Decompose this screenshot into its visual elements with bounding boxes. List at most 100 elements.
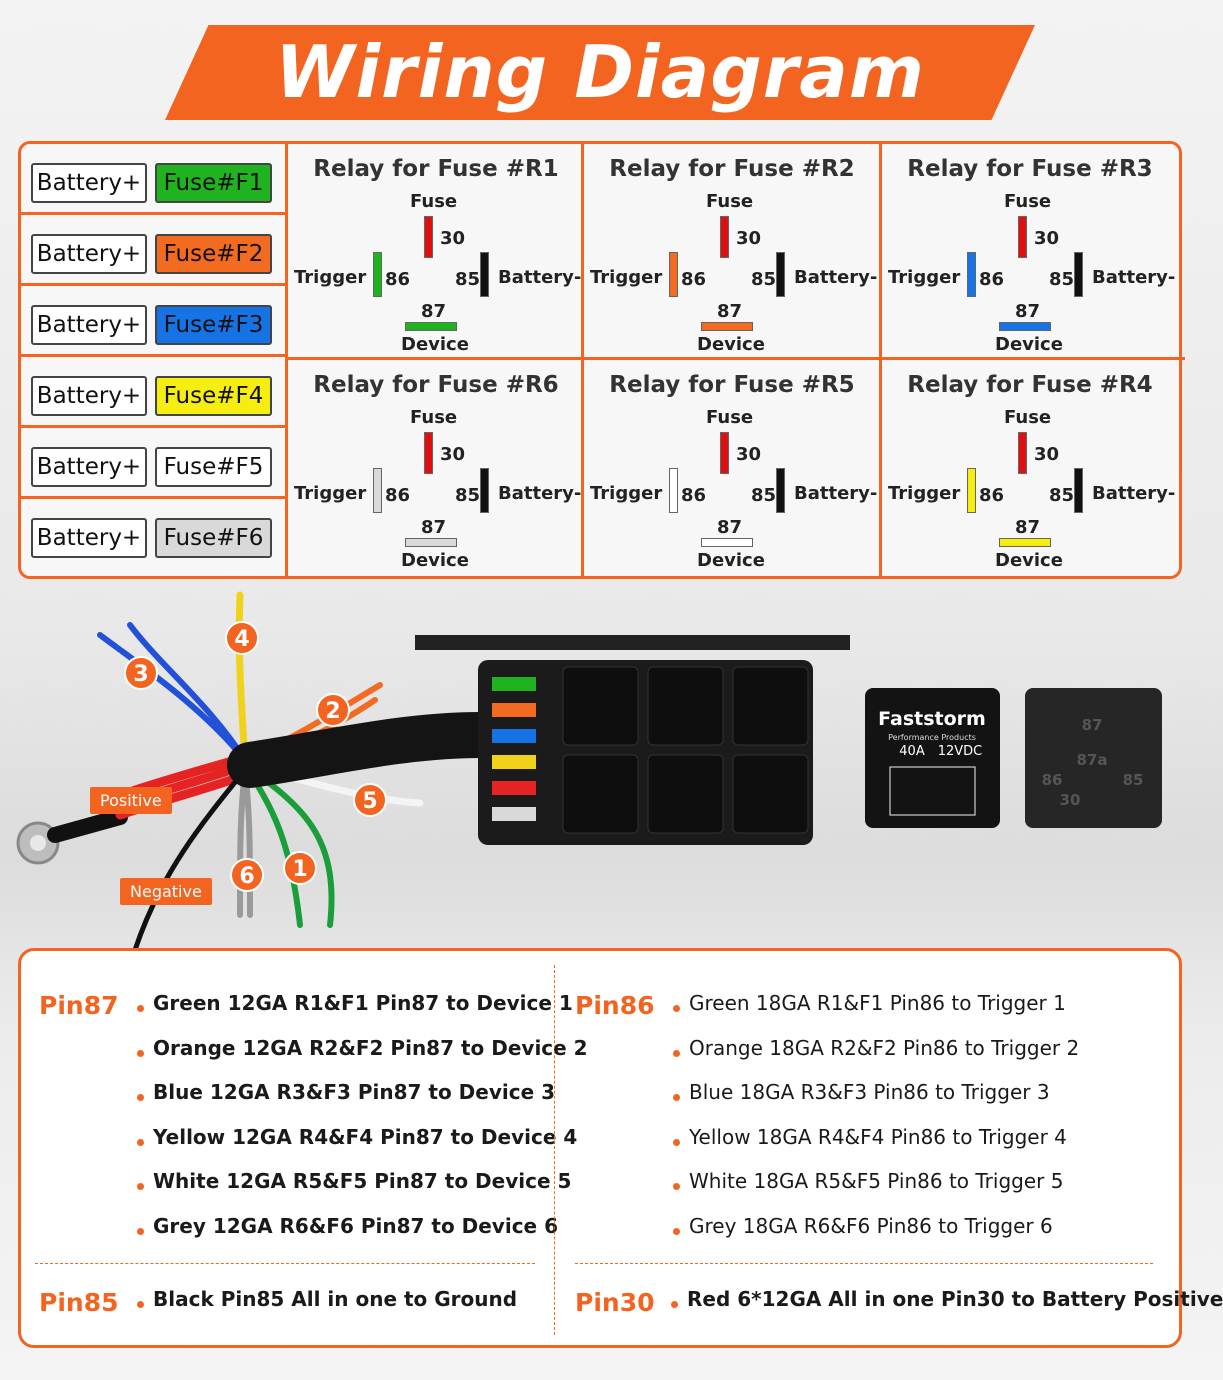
label-device: Device xyxy=(697,334,765,355)
pin85-note: Black Pin85 All in one to Ground xyxy=(153,1287,518,1311)
relay-title: Relay for Fuse #R2 xyxy=(609,156,855,182)
label-fuse: Fuse xyxy=(706,191,754,212)
pin30-bar xyxy=(720,432,729,474)
pin85-bar xyxy=(776,468,785,513)
pin86-bar xyxy=(669,468,678,513)
wire-badge-1: 1 xyxy=(283,851,317,885)
label-pin86: 86 xyxy=(681,485,707,506)
label-pin30: 30 xyxy=(440,228,466,249)
dashed-divider xyxy=(35,1263,535,1264)
wire-badge-3: 3 xyxy=(124,656,158,690)
label-pin87: 87 xyxy=(421,517,447,538)
label-device: Device xyxy=(995,550,1063,571)
pin30-bar xyxy=(1018,216,1027,258)
label-trigger: Trigger xyxy=(294,483,367,504)
pin86-item: Yellow 18GA R4&F4 Pin86 to Trigger 4 xyxy=(689,1124,1067,1149)
wire-badge-2: 2 xyxy=(316,693,350,727)
label-fuse: Fuse xyxy=(410,407,458,428)
label-fuse: Fuse xyxy=(706,407,754,428)
relay-title: Relay for Fuse #R4 xyxy=(907,372,1153,398)
label-trigger: Trigger xyxy=(590,483,663,504)
pin85-bar xyxy=(480,252,489,297)
bullet xyxy=(137,1227,144,1235)
divider xyxy=(581,144,584,576)
label-device: Device xyxy=(401,550,469,571)
label-pin85: 85 xyxy=(751,269,777,290)
socket-pin-87: 87 xyxy=(1082,716,1103,734)
fuse-label: Fuse#F1 xyxy=(155,163,272,203)
pin87-item: Orange 12GA R2&F2 Pin87 to Device 2 xyxy=(153,1035,588,1060)
bullet xyxy=(673,1183,680,1190)
label-device: Device xyxy=(995,334,1063,355)
pin85-bar xyxy=(1074,468,1083,513)
wire-bundle xyxy=(97,591,424,953)
relay-brand-sub: Performance Products xyxy=(888,733,976,742)
relay-title: Relay for Fuse #R5 xyxy=(609,372,855,398)
pin85-bar xyxy=(480,468,489,513)
label-pin85: 85 xyxy=(1049,269,1075,290)
pin30-heading: Pin30 xyxy=(575,1288,655,1317)
label-battery-minus: Battery- xyxy=(794,267,878,288)
label-fuse: Fuse xyxy=(1004,407,1052,428)
bullet xyxy=(137,1094,144,1101)
fuse-row: Battery+Fuse#F2 xyxy=(21,215,288,286)
fuse-label: Fuse#F4 xyxy=(155,376,272,416)
socket-pin-86: 86 xyxy=(1042,771,1063,789)
fuse-box xyxy=(478,660,813,845)
wire-badge-5: 5 xyxy=(353,783,387,817)
label-battery-minus: Battery- xyxy=(794,483,878,504)
harness-photo: Faststorm Performance Products 40A 12VDC… xyxy=(0,585,1200,953)
relay-spec-a: 40A xyxy=(899,744,925,759)
battery-label: Battery+ xyxy=(31,305,147,345)
relay-unit xyxy=(865,688,1000,828)
label-pin87: 87 xyxy=(717,517,743,538)
pin87-item: Grey 12GA R6&F6 Pin87 to Device 6 xyxy=(153,1213,558,1238)
label-battery-minus: Battery- xyxy=(1092,483,1176,504)
label-pin30: 30 xyxy=(736,444,762,465)
wire-badge-6: 6 xyxy=(230,858,264,892)
relay-socket xyxy=(1025,688,1162,828)
dashed-divider xyxy=(554,965,555,1335)
negative-tag: Negative xyxy=(120,878,212,905)
wire-badge-4: 4 xyxy=(225,621,259,655)
label-pin87: 87 xyxy=(421,301,447,322)
bullet xyxy=(673,1049,680,1057)
pin86-bar xyxy=(373,252,382,297)
battery-label: Battery+ xyxy=(31,376,147,416)
pin86-bar xyxy=(967,252,976,297)
label-device: Device xyxy=(401,334,469,355)
battery-label: Battery+ xyxy=(31,518,147,558)
main-cable xyxy=(47,809,128,843)
label-pin86: 86 xyxy=(385,485,411,506)
bullet xyxy=(673,1005,680,1012)
socket-pin-87a: 87a xyxy=(1077,751,1108,769)
label-pin87: 87 xyxy=(1015,301,1041,322)
pin86-item: Orange 18GA R2&F2 Pin86 to Trigger 2 xyxy=(689,1035,1080,1060)
pin85-bar xyxy=(776,252,785,297)
relay-title: Relay for Fuse #R6 xyxy=(313,372,559,398)
label-pin87: 87 xyxy=(1015,517,1041,538)
relay-title: Relay for Fuse #R3 xyxy=(907,156,1153,182)
fuse-label: Fuse#F6 xyxy=(155,518,272,558)
label-pin86: 86 xyxy=(681,269,707,290)
pin87-bar xyxy=(701,322,753,331)
label-battery-minus: Battery- xyxy=(498,483,582,504)
pin85-heading: Pin85 xyxy=(39,1288,119,1317)
label-trigger: Trigger xyxy=(888,267,961,288)
fuse-label: Fuse#F2 xyxy=(155,234,272,274)
label-pin86: 86 xyxy=(979,269,1005,290)
pin86-bar xyxy=(373,468,382,513)
label-trigger: Trigger xyxy=(590,267,663,288)
pin87-item: White 12GA R5&F5 Pin87 to Device 5 xyxy=(153,1169,572,1193)
bullet xyxy=(137,1138,144,1146)
label-pin86: 86 xyxy=(385,269,411,290)
battery-label: Battery+ xyxy=(31,163,147,203)
relay-modules xyxy=(562,666,809,834)
pin87-item: Green 12GA R1&F1 Pin87 to Device 1 xyxy=(153,991,573,1015)
